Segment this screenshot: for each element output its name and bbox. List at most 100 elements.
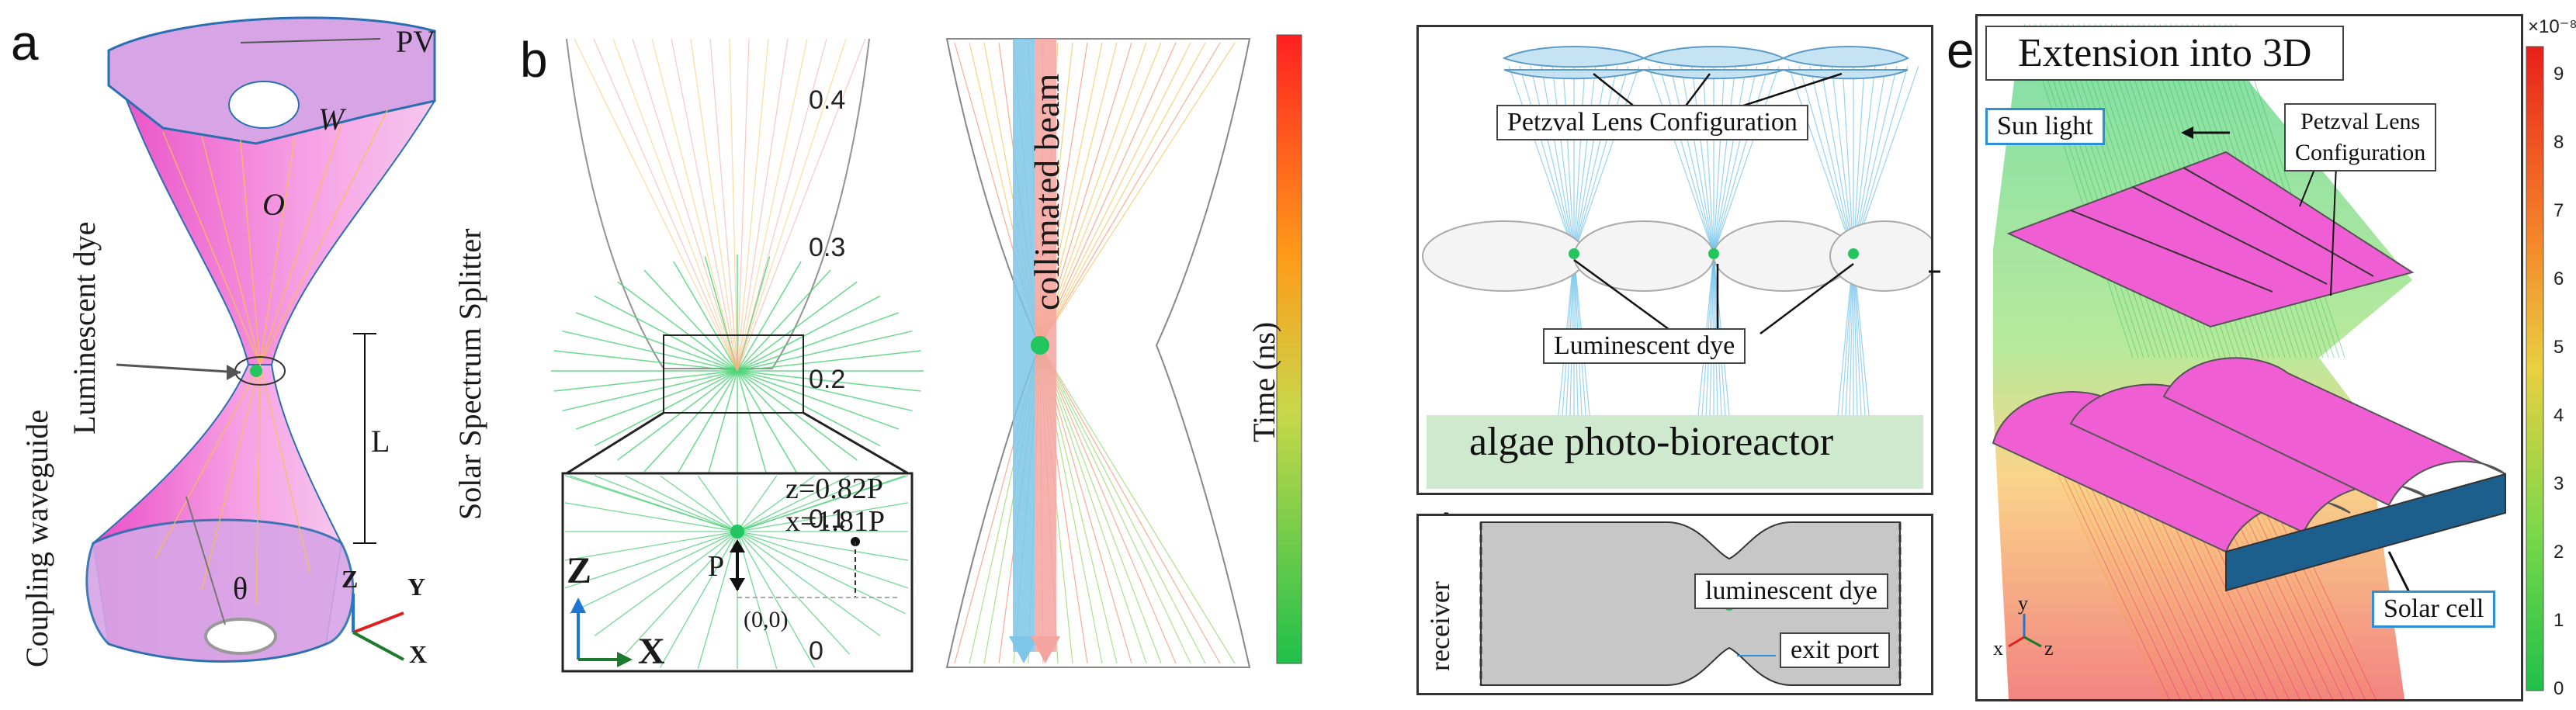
ray-line [737, 350, 921, 372]
ray-line [593, 38, 738, 372]
l-label: L [371, 424, 390, 459]
ray-line [643, 370, 738, 473]
ray-line [737, 38, 789, 372]
colorbar-b-tick: 0.3 [809, 233, 846, 262]
colorbar-b-tick: 0.1 [809, 504, 846, 534]
lower-cylinders [1992, 357, 2506, 553]
ray-line [1039, 42, 1221, 346]
ray-line [1573, 65, 1618, 255]
ray-line [575, 312, 738, 372]
ray-line [1787, 65, 1854, 255]
p-label: P [708, 550, 725, 583]
ray-line [737, 370, 858, 461]
ray-line [737, 531, 778, 670]
o-label: O [262, 187, 285, 222]
ray-line [737, 531, 909, 561]
solar-cell [2225, 473, 2506, 592]
ray-line [737, 330, 913, 372]
ray-line [1713, 65, 1758, 255]
panel-a-rays [154, 108, 389, 606]
colorbar-e-tick: 6 [2553, 268, 2564, 289]
ray-line [1713, 65, 1736, 255]
ray-line [575, 370, 738, 430]
ray-line [690, 38, 738, 372]
ray-line [1039, 345, 1191, 664]
ray-line [1713, 65, 1769, 255]
algae-label: algae photo-bioreactor [1469, 420, 1834, 464]
ray-line [1573, 65, 1629, 255]
extension-title: Extension into 3D [1985, 26, 2345, 81]
theta-label: θ [233, 571, 248, 606]
ray-line [1853, 65, 1919, 255]
ray-line [1039, 42, 1191, 346]
panel-label-b: b [520, 32, 548, 88]
coupling-waveguide-label: Coupling waveguide [19, 409, 54, 667]
ray-line [737, 531, 850, 655]
colorbar-e-tick: 9 [2553, 64, 2564, 85]
top-notch [228, 81, 300, 129]
ray-line [1680, 65, 1714, 255]
ray-line [553, 350, 738, 372]
ray-line [1713, 65, 1725, 255]
axis-x-label: X [409, 640, 428, 668]
ray-line [1039, 42, 1206, 346]
ray-line [1551, 65, 1575, 255]
ray-line [737, 531, 881, 636]
ray-line [1039, 345, 1147, 664]
ray-line [643, 269, 738, 372]
panel-a-axes [352, 594, 404, 661]
exit-port-label: exit port [1780, 632, 1891, 668]
right-hourglass [945, 38, 1251, 668]
ray-line [1648, 65, 1714, 255]
ray-line [1853, 65, 1909, 255]
ray-line [1659, 65, 1714, 255]
colorbar-e [2526, 46, 2544, 691]
panel-b: b z=0.82P x=1.81P P (0,0) Z X collimated… [504, 0, 1358, 710]
ray-line [697, 475, 738, 532]
ray-line [1691, 65, 1714, 255]
panel-a: a PV W O L θ Luminescent dye Coupling wa… [0, 0, 497, 710]
ray-line [562, 370, 738, 412]
ray-line [1573, 65, 1640, 255]
ray-line [1702, 65, 1714, 255]
upper-petzval-sheet [2006, 151, 2415, 328]
luminescent-dye-label: Luminescent dye [67, 221, 102, 435]
ray-line [1669, 65, 1714, 255]
axis-x-label-e: x [1993, 637, 2003, 660]
panel-c: c [1397, 0, 1940, 710]
ray-line [673, 370, 738, 481]
ray-line [737, 370, 913, 412]
ray-line [625, 531, 738, 655]
colorbar-e-tick: 3 [2553, 473, 2564, 494]
ray-line [1853, 65, 1876, 255]
panel-a-drawing [85, 16, 436, 663]
panel-label-e: e [1947, 23, 1974, 78]
x-value-label: x=1.81P [785, 505, 886, 538]
ray-line [729, 38, 738, 372]
ray-line [737, 38, 827, 372]
z-value-label: z=0.82P [785, 473, 883, 505]
ray-line [1713, 65, 1747, 255]
top-pv-disk [107, 16, 436, 145]
ray-line [1039, 345, 1236, 664]
ray-line [660, 475, 738, 532]
colorbar-e-tick: 8 [2553, 132, 2564, 153]
ray-line [737, 370, 881, 447]
colorbar-e-exponent: ×10⁻⁸ [2528, 16, 2576, 37]
ray-line [1798, 65, 1854, 255]
ray-line [594, 295, 738, 372]
ray-line [737, 38, 808, 372]
colorbar-e-tick: 5 [2553, 337, 2564, 358]
exit-ring [204, 618, 277, 655]
axis-y-label-e: y [2018, 592, 2028, 615]
sun-light-label: Sun light [1985, 108, 2105, 145]
ray-line [569, 531, 738, 615]
ray-line [737, 312, 900, 372]
ray-line [594, 370, 738, 447]
zoom-box [663, 334, 804, 414]
ray-line [625, 475, 738, 532]
algae-band [1427, 415, 1923, 489]
dye-point [250, 365, 262, 377]
ray-line [612, 38, 738, 372]
ray-line [564, 502, 738, 532]
